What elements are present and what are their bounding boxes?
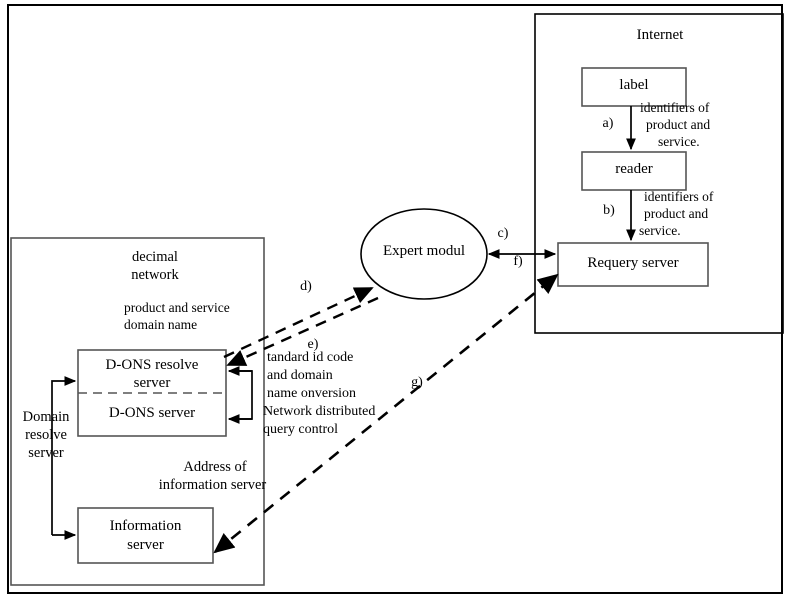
internet-panel-label: Internet — [636, 27, 684, 43]
standard-id-line1: tandard id code — [267, 350, 354, 365]
label-box — [581, 67, 687, 107]
identifiers-b-line1: identifiers of — [644, 189, 714, 204]
expert-modul-text: Expert modul — [382, 243, 466, 259]
edge-g-label: g) — [411, 375, 423, 390]
edge-g-dashed — [213, 273, 559, 554]
identifiers-a-line3: service. — [658, 134, 700, 149]
dons-resolve-server-line1: D-ONS resolve — [105, 357, 199, 373]
internet-panel-box — [534, 13, 784, 334]
identifiers-a-line1: identifiers of — [640, 100, 710, 115]
edge-f-label: f) — [513, 254, 523, 269]
decimal-network-label-line2: network — [131, 267, 179, 283]
decimal-network-label-line1: decimal — [132, 249, 178, 265]
dons-resolve-server-line2: server — [133, 375, 171, 391]
edge-e-label: e) — [307, 337, 319, 352]
reader-box — [581, 151, 687, 191]
standard-id-line2: and domain — [267, 368, 333, 383]
edge-d-label: d) — [300, 279, 312, 294]
information-server-line2: server — [127, 537, 164, 553]
reader-box-text: reader — [615, 161, 653, 177]
information-server-box — [77, 507, 214, 564]
edge-b-label: b) — [603, 203, 615, 218]
network-query-line2: query control — [263, 422, 339, 437]
network-query-line1: Network distributed — [263, 404, 376, 419]
domain-resolve-route — [51, 376, 77, 535]
dons-loop-connector — [229, 370, 253, 420]
standard-id-line3: name onversion — [267, 386, 357, 401]
edge-a-label: a) — [602, 116, 614, 131]
edge-c-label: c) — [497, 226, 509, 241]
requery-server-box — [557, 242, 709, 287]
identifiers-b-line3: service. — [639, 223, 681, 238]
dons-server-text: D-ONS server — [108, 405, 196, 421]
address-info-line2: information server — [158, 477, 267, 493]
domain-resolve-line2: resolve — [25, 427, 67, 443]
address-info-line1: Address of — [183, 459, 247, 475]
product-service-domain-line2: domain name — [124, 317, 198, 332]
outer-frame — [7, 4, 783, 594]
product-service-domain-line1: product and service — [124, 300, 230, 315]
identifiers-a-line2: product and — [646, 117, 711, 132]
domain-resolve-line1: Domain — [22, 409, 70, 425]
identifiers-b-line2: product and — [644, 206, 709, 221]
information-server-line1: Information — [109, 518, 182, 534]
label-box-text: label — [619, 77, 649, 93]
domain-resolve-line3: server — [28, 445, 64, 461]
requery-server-text: Requery server — [587, 255, 679, 271]
